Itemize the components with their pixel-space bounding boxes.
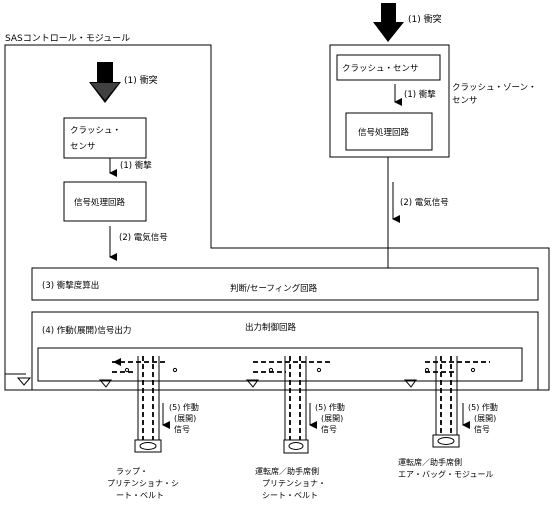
output-channel-3 [403,356,490,448]
crash-sensor-line1: クラッシュ・ [70,126,121,136]
zone-sensor-title-2: センサ [452,96,478,106]
output-channel-2 [245,356,333,454]
output-channel-1 [98,356,178,453]
shock-label-left: (1) 衝撃 [120,160,152,171]
judgment-left: (3) 衝撃度算出 [42,280,99,291]
shock-label-zone: (1) 衝撃 [404,89,436,100]
actuation-2-line3: 信号 [321,424,337,434]
electric-signal-label-zone: (2) 電気信号 [400,197,449,208]
actuation-3-line2: (展開) [474,414,496,423]
actuation-2-line1: (5) 作動 [315,402,345,412]
module-outline [4,44,550,391]
crash-sensor-box [63,117,147,159]
module-title: SASコントロール・モジュール [5,34,130,44]
output-1-line2: プリテンショナ・シ [107,479,179,488]
zone-signal-processing-box [345,112,433,151]
output-2-line2: プリテンショナ・ [262,479,326,488]
zone-sensor-title-1: クラッシュ・ゾーン・ [452,83,537,93]
signal-processing-label-left: 信号処理回路 [74,197,126,208]
impact-arrow-left [89,62,121,103]
actuation-1-line2: (展開) [174,414,196,423]
zone-crash-sensor-box [336,54,441,81]
impact-arrow-top [373,3,404,42]
output-1-line1: ラップ・ [116,467,148,476]
output-2-line1: 運転席／助手席側 [255,466,319,476]
impact-label-top: (1) 衝突 [408,13,442,25]
output-3-line2: エア・バッグ・モジュール [398,469,493,479]
output-2-line3: シート・ベルト [262,491,318,500]
actuation-1-line1: (5) 作動 [169,402,199,412]
pretensioner-seatbelt-icon [283,439,309,454]
output-3-line1: 運転席／助手席側 [398,457,462,467]
actuation-3-line1: (5) 作動 [468,402,498,412]
output-center: 出力制御回路 [245,322,297,333]
actuation-1-line3: 信号 [174,424,190,434]
ground-symbol-main [16,377,32,386]
actuation-2-line2: (展開) [321,414,343,423]
judgment-center: 判断/セーフィング回路 [230,283,318,294]
zone-crash-sensor-label: クラッシュ・センサ [342,64,419,74]
lap-pretensioner-icon [134,439,162,453]
crash-sensor-line2: センサ [70,142,96,152]
actuation-3-line3: 信号 [474,424,490,434]
electric-signal-label-left: (2) 電気信号 [119,232,168,243]
zone-sensor-outline [329,44,450,158]
airbag-module-icon [432,434,460,448]
impact-label-left: (1) 衝突 [124,74,158,86]
signal-processing-box-left [63,181,147,222]
output-1-line3: ート・ベルト [116,491,164,500]
zone-signal-processing-label: 信号処理回路 [358,127,410,138]
output-inner-box [37,347,523,382]
output-left: (4) 作動(展開)信号出力 [42,325,131,336]
judgment-box [31,267,539,301]
